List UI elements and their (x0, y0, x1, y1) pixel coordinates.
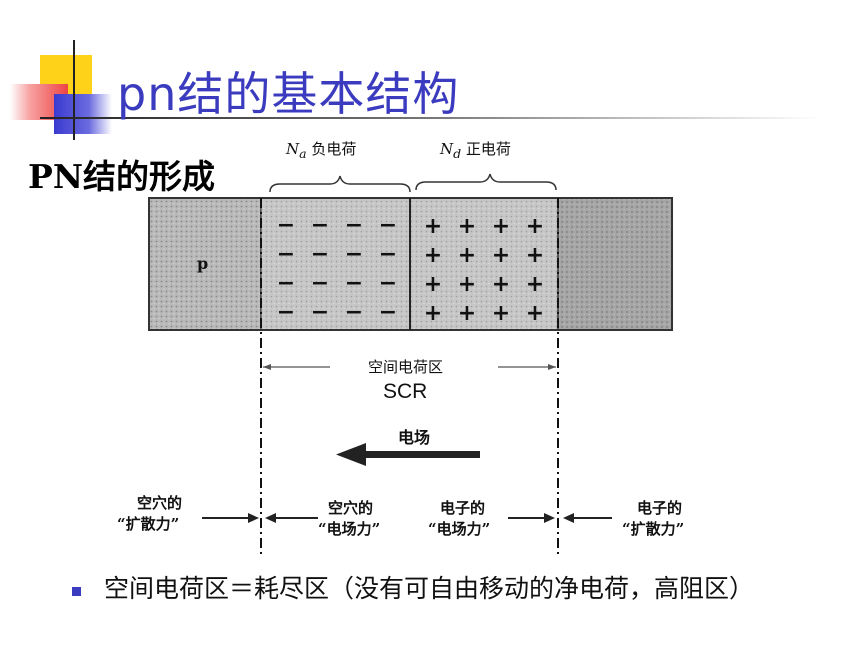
negative-charge-0-0: − (277, 213, 295, 238)
field-arrow-shaft (362, 451, 480, 458)
field-arrow-head (336, 443, 366, 466)
deco-horizontal-line (40, 117, 820, 119)
negative-charge-1-3: − (379, 242, 397, 267)
positive-charge-3-1: + (458, 301, 476, 326)
positive-charge-1-2: + (492, 243, 510, 268)
bullet-text: 空间电荷区＝耗尽区（没有可自由移动的净电荷，高阻区） (104, 574, 755, 603)
n-region (557, 197, 673, 331)
deco-vertical-line (73, 40, 75, 140)
brace-positive (415, 173, 557, 191)
negative-charge-0-1: − (311, 213, 329, 238)
negative-charge-2-1: − (311, 271, 329, 296)
negative-charge-3-1: − (311, 300, 329, 325)
negative-charges: −−−−−−−−−−−−−−−− (277, 213, 397, 325)
negative-charge-1-1: − (311, 242, 329, 267)
deco-blue-square (54, 94, 112, 134)
positive-charge-0-0: + (424, 214, 442, 239)
slide-title: pn结的基本结构 (117, 67, 460, 121)
hole-field-label-1: 空穴的 (328, 499, 374, 517)
scr-english-label: SCR (383, 380, 428, 403)
field-label: 电场 (398, 428, 431, 447)
positive-charge-2-2: + (492, 272, 510, 297)
label-nd-text: 正电荷 (465, 140, 511, 158)
scr-chinese-label: 空间电荷区 (368, 358, 444, 376)
negative-charge-2-2: − (345, 271, 363, 296)
positive-charge-2-1: + (458, 272, 476, 297)
label-na-text: 负电荷 (311, 140, 357, 158)
electron-diffusion-label-2: “扩散力” (622, 520, 685, 538)
positive-charges: + + + + + + + + + + + + + + + + (424, 214, 544, 326)
positive-charge-3-3: + (526, 301, 544, 326)
electron-field-label-2: “电场力” (428, 520, 491, 538)
electron-field-arrow (544, 513, 555, 523)
p-region-label: p (197, 254, 209, 273)
brace-negative (269, 175, 411, 193)
positive-charge-1-1: + (458, 243, 476, 268)
positive-charge-2-0: + (424, 272, 442, 297)
negative-charge-3-2: − (345, 300, 363, 325)
depletion-positive-region (409, 197, 559, 331)
positive-charge-1-3: + (526, 243, 544, 268)
hole-field-label-2: “电场力” (318, 520, 381, 538)
positive-charge-0-1: + (458, 214, 476, 239)
positive-charge-3-2: + (492, 301, 510, 326)
label-na-subscript: a (299, 146, 307, 161)
negative-charge-0-2: − (345, 213, 363, 238)
positive-charge-3-0: + (424, 301, 442, 326)
negative-charge-2-0: − (277, 271, 295, 296)
label-nd-subscript: d (453, 146, 462, 161)
p-region (148, 197, 262, 331)
positive-charge-0-2: + (492, 214, 510, 239)
slide-subtitle: PN结的形成 (28, 157, 215, 196)
bullet-square-icon (72, 587, 81, 596)
depletion-negative-region (260, 197, 411, 331)
hole-diffusion-label-2: “扩散力” (117, 515, 180, 533)
negative-charge-3-0: − (277, 300, 295, 325)
label-na: Na 负电荷 (286, 138, 356, 161)
hole-diffusion-label-1: 空穴的 (137, 494, 183, 512)
negative-charge-1-2: − (345, 242, 363, 267)
positive-charge-2-3: + (526, 272, 544, 297)
electron-diffusion-arrow (563, 513, 574, 523)
negative-charge-2-3: − (379, 271, 397, 296)
positive-charge-0-3: + (526, 214, 544, 239)
electron-field-label-1: 电子的 (440, 499, 486, 517)
electron-diffusion-label-1: 电子的 (637, 499, 683, 517)
hole-diffusion-arrow (248, 513, 259, 523)
label-nd: Nd 正电荷 (440, 138, 511, 161)
label-na-symbol: N (286, 140, 300, 158)
hole-field-arrow (265, 513, 276, 523)
negative-charge-0-3: − (379, 213, 397, 238)
negative-charge-3-3: − (379, 300, 397, 325)
positive-charge-1-0: + (424, 243, 442, 268)
label-nd-symbol: N (440, 140, 454, 158)
negative-charge-1-0: − (277, 242, 295, 267)
